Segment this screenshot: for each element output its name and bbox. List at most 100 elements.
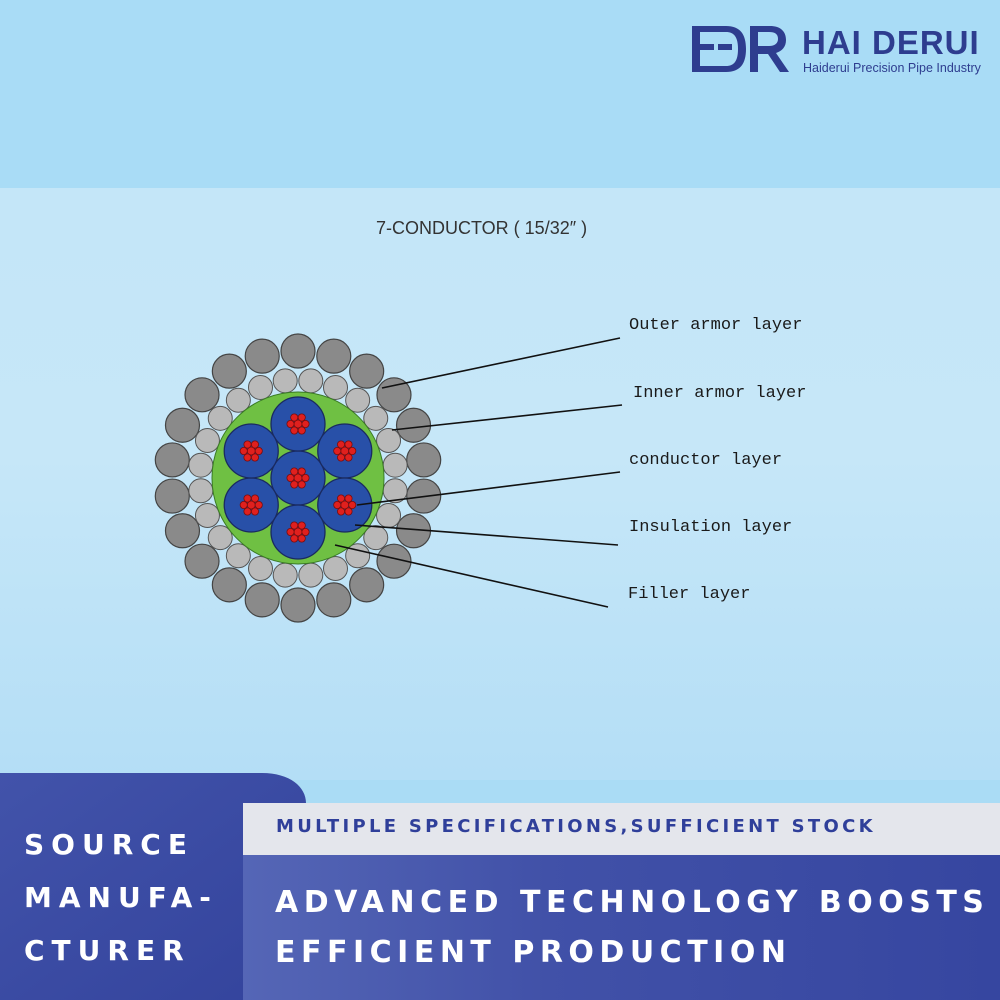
label-conductor: conductor layer (629, 451, 783, 470)
conductor-strand (337, 507, 346, 516)
left-line-2: MANUFA- (24, 881, 218, 914)
spec-strip-text: MULTIPLE SPECIFICATIONS,SUFFICIENT STOCK (276, 816, 876, 837)
bottom-banner (243, 855, 1000, 1000)
conductor-strand (243, 494, 252, 503)
conductor-strand (250, 494, 259, 503)
conductor-strand (297, 467, 306, 476)
inner-armor-wire (194, 503, 220, 529)
brand-tagline: Haiderui Precision Pipe Industry (803, 61, 981, 75)
conductor-strand (297, 426, 306, 435)
technology-slogan: ADVANCED TECHNOLOGY BOOSTS EFFICIENT PRO… (275, 878, 989, 978)
inner-armor-wire (298, 368, 324, 394)
conductor-strand (243, 507, 252, 516)
conductor-strand (239, 446, 248, 455)
inner-armor-wire (363, 525, 389, 551)
conductor-strand (290, 521, 299, 530)
conductor-strand (254, 446, 263, 455)
conductor-strand (348, 446, 357, 455)
inner-armor-wire (225, 387, 251, 413)
inner-armor-wire (323, 374, 349, 400)
hdr-logo-mark (692, 26, 789, 72)
conductor-strand (290, 426, 299, 435)
conductor-strand (254, 500, 263, 509)
outer-armor-wire (280, 587, 316, 623)
left-line-3: CTURER (24, 934, 191, 967)
conductor-strand (333, 500, 342, 509)
label-insulation: Insulation layer (629, 518, 793, 537)
conductor-strand (344, 440, 353, 449)
outer-armor-wire (244, 582, 280, 618)
conductor-strand (301, 419, 310, 428)
conductor-strand (286, 528, 295, 537)
inner-armor-wire (345, 387, 371, 413)
inner-armor-wire (247, 374, 273, 400)
outer-armor-wire (280, 333, 316, 369)
slogan-line-2: EFFICIENT PRODUCTION (275, 935, 792, 970)
leader-line (334, 544, 609, 608)
outer-armor-wire (376, 543, 412, 579)
outer-armor-wire (244, 338, 280, 374)
outer-armor-wire (316, 338, 352, 374)
conductor-strand (290, 413, 299, 422)
conductor-strand (239, 500, 248, 509)
outer-armor-wire (349, 567, 385, 603)
conductor-strand (290, 467, 299, 476)
inner-armor-wire (188, 452, 214, 478)
conductor-strand (250, 440, 259, 449)
label-inner-armor: Inner armor layer (633, 384, 807, 403)
outer-armor-wire (164, 513, 201, 549)
conductor-strand (337, 440, 346, 449)
inner-armor-wire (298, 562, 324, 588)
inner-armor-wire (207, 405, 233, 431)
source-manufacturer-text: SOURCE MANUFA- CTURER (24, 818, 218, 977)
inner-armor-wire (247, 556, 273, 582)
inner-armor-wire (272, 562, 298, 588)
conductor-strand (337, 494, 346, 503)
outer-armor-wire (154, 442, 190, 478)
conductor-strand (250, 453, 259, 462)
conductor-strand (297, 521, 306, 530)
conductor-strand (348, 500, 357, 509)
outer-armor-wire (376, 377, 412, 413)
inner-armor-wire (207, 525, 233, 551)
inner-armor-wire (345, 543, 371, 569)
outer-armor-wire (406, 442, 442, 478)
outer-armor-wire (211, 353, 247, 389)
conductor-strand (297, 480, 306, 489)
inner-armor-wire (376, 427, 402, 453)
header-band (0, 0, 1000, 188)
brand-name: HAI DERUI (802, 24, 980, 61)
outer-armor-wire (184, 377, 220, 413)
inner-armor-wire (363, 405, 389, 431)
inner-armor-wire (382, 452, 408, 478)
conductor-strand (243, 440, 252, 449)
conductor-strand (290, 534, 299, 543)
brand-logo: HAI DERUI Haiderui Precision Pipe Indust… (690, 22, 990, 82)
banner-left-shape (0, 773, 306, 1000)
leader-line (391, 404, 623, 431)
outer-armor-wire (316, 582, 352, 618)
outer-armor-wire (154, 478, 190, 514)
conductor-strand (337, 453, 346, 462)
inner-armor-wire (225, 543, 251, 569)
conductor-strand (243, 453, 252, 462)
outer-armor-wire (211, 567, 247, 603)
cable-cross-section (154, 333, 623, 623)
conductor-strand (286, 473, 295, 482)
inner-armor-wire (188, 478, 214, 504)
conductor-strand (250, 507, 259, 516)
outer-armor-wire (184, 543, 220, 579)
conductor-strand (344, 494, 353, 503)
slogan-line-1: ADVANCED TECHNOLOGY BOOSTS (275, 885, 990, 920)
conductor-strand (301, 473, 310, 482)
inner-armor-wire (323, 556, 349, 582)
conductor-strand (333, 446, 342, 455)
leader-line (356, 471, 621, 506)
inner-armor-wire (272, 368, 298, 394)
label-filler: Filler layer (628, 585, 751, 604)
leader-line (354, 524, 619, 546)
label-outer-armor: Outer armor layer (629, 316, 803, 335)
outer-armor-wire (395, 407, 432, 443)
diagram-title: 7-CONDUCTOR ( 15/32″ ) (376, 218, 588, 238)
leader-line (381, 337, 621, 389)
